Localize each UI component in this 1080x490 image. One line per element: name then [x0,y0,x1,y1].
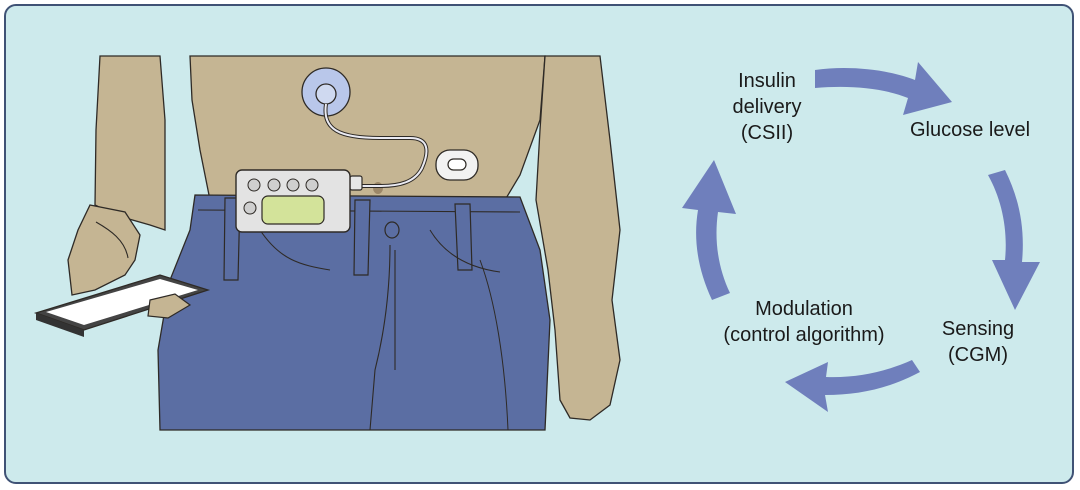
glucose-level-label: Glucose level [880,117,1060,143]
cgm-sensor-icon [435,149,479,181]
insulin-delivery-line1: Insulin [738,70,796,92]
sensing-label: Sensing (CGM) [918,316,1038,368]
modulation-line2: (control algorithm) [723,324,885,346]
smartphone-icon [33,274,211,337]
glucose-level-line1: Glucose level [909,119,1031,141]
insulin-delivery-label: Insulin delivery (CSII) [712,68,822,146]
sensing-line2: (CGM) [948,344,1008,366]
modulation-line1: Modulation [755,298,853,320]
insulin-delivery-line3: (CSII) [740,122,794,144]
insulin-pump-icon [235,169,363,233]
cycle-arrow-icon [682,62,1040,412]
infusion-site-icon [301,67,351,117]
modulation-label: Modulation (control algorithm) [694,296,914,348]
sensing-line1: Sensing [941,318,1015,340]
jeans-icon [157,194,551,431]
insulin-delivery-line2: delivery [732,96,802,118]
